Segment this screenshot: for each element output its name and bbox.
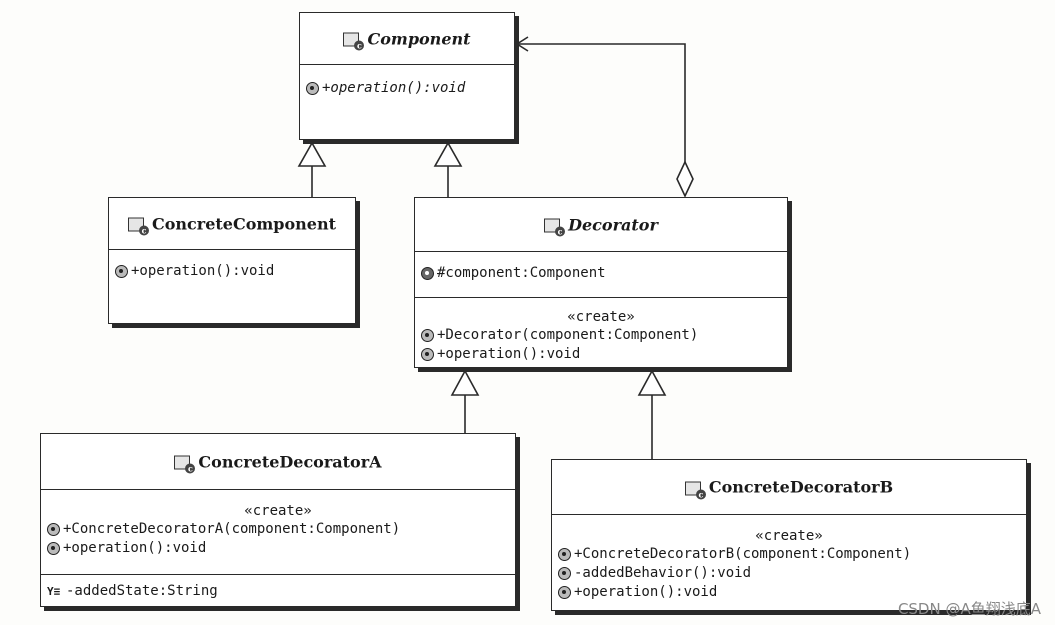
method: +ConcreteDecoratorB(component:Component) [558,545,1020,564]
abstract-field-icon [421,267,434,280]
public-method-icon [558,548,571,561]
methods-section: «create» +ConcreteDecoratorB(component:C… [552,515,1026,606]
fields-section: Y≡-addedState:String [41,575,515,605]
aggregation-line [517,43,686,162]
fields-section: #component:Component [415,252,787,298]
method: +operation():void [47,539,509,558]
public-method-icon [421,329,434,342]
method: +Decorator(component:Component) [421,326,781,345]
class-name: Component [367,29,471,48]
aggregation-open-arrowhead [515,36,529,52]
class-icon: c [174,455,196,474]
stereotype: «create» [567,309,635,325]
class-icon: c [343,32,365,51]
public-method-icon [558,586,571,599]
generalization-arrowhead [637,369,667,396]
private-field-icon: Y≡ [47,584,61,598]
generalization-arrowhead [450,369,480,396]
class-icon: c [128,217,149,236]
class-name: ConcreteDecoratorB [708,477,894,497]
methods-section: +operation():void [300,65,514,102]
private-method-icon [558,567,571,580]
method: +operation():void [115,262,349,281]
generalization-arrowhead [297,141,327,167]
class-icon: c [684,481,706,499]
methods-section: «create» +Decorator(component:Component)… [415,298,787,368]
class-name: Decorator [568,215,658,234]
methods-section: +operation():void [109,250,355,285]
aggregation-diamond [676,160,694,198]
method: +operation():void [421,345,781,364]
methods-section: «create» +ConcreteDecoratorA(component:C… [41,490,515,575]
class-icon: c [544,218,566,237]
field: Y≡-addedState:String [47,583,218,599]
method: +operation():void [306,79,508,98]
public-method-icon [47,523,60,536]
method: +ConcreteDecoratorA(component:Component) [47,520,509,539]
class-name: ConcreteComponent [152,214,336,233]
public-method-icon [47,542,60,555]
stereotype: «create» [755,528,823,544]
public-method-icon [115,265,128,278]
class-name: ConcreteDecoratorA [198,452,382,471]
field: #component:Component [421,264,781,283]
public-method-icon [306,82,319,95]
generalization-arrowhead [433,141,463,167]
method: +operation():void [558,583,1020,602]
method: -addedBehavior():void [558,564,1020,583]
public-method-icon [421,348,434,361]
watermark: CSDN @A鱼翔浅底A [897,600,1041,618]
stereotype: «create» [244,503,312,519]
